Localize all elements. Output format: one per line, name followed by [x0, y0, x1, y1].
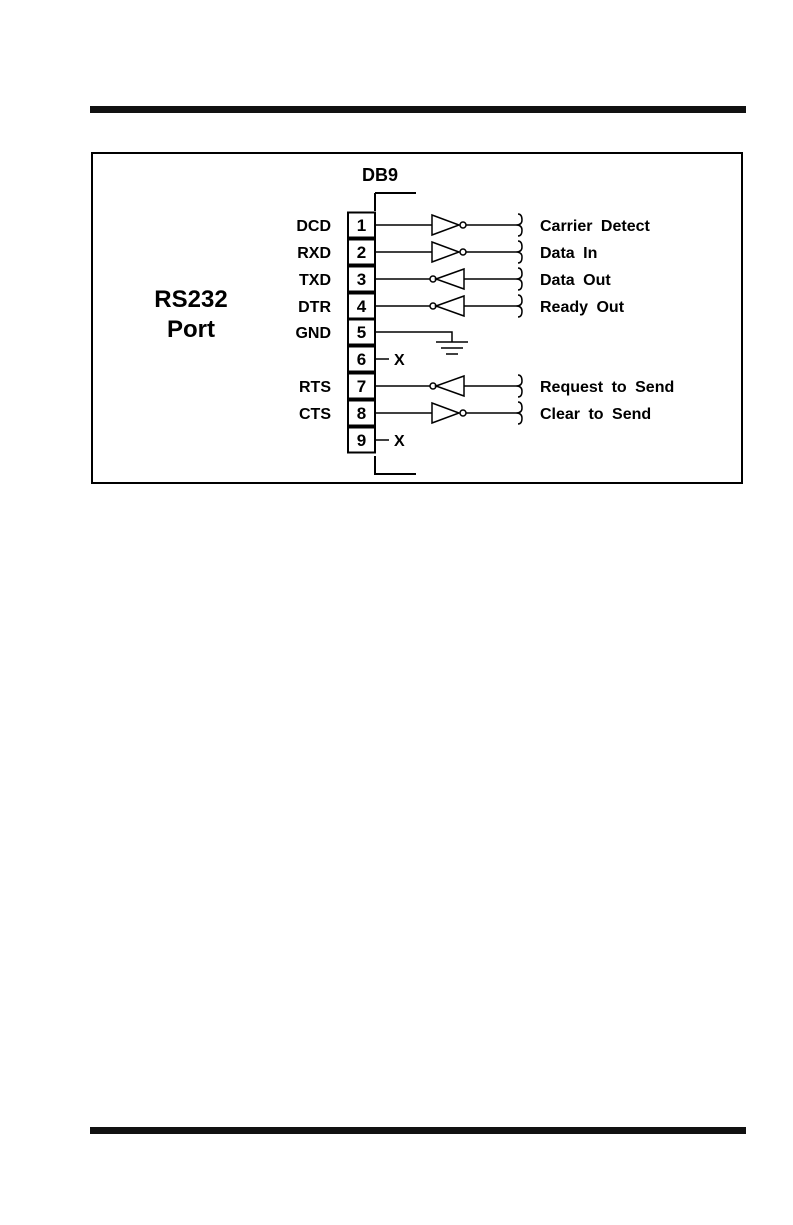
pin-number: 7 [357, 377, 366, 396]
pin-number: 3 [357, 270, 366, 289]
inverter-bubble [460, 410, 466, 416]
pin-rows: 1 DCD Carrier Detect 2 RXD Data In 3 TXD Data Ou… [295, 213, 674, 453]
signal-name: TXD [299, 272, 331, 289]
signal-name: CTS [299, 406, 331, 423]
pin-description: Request to Send [540, 379, 674, 396]
pin-description: Data Out [540, 272, 611, 289]
inverter-bubble [460, 222, 466, 228]
pin-number: 8 [357, 404, 366, 423]
line-termination-icon [516, 268, 522, 290]
line-termination-icon [516, 402, 522, 424]
signal-name: DTR [298, 299, 331, 316]
buffer-triangle [432, 403, 459, 423]
connector-label: DB9 [362, 165, 398, 185]
pin-description: Clear to Send [540, 406, 651, 423]
signal-name: RTS [299, 379, 331, 396]
inverter-bubble [460, 249, 466, 255]
no-connect-mark: X [394, 433, 405, 450]
buffer-triangle [436, 269, 464, 289]
buffer-triangle [436, 376, 464, 396]
signal-name: GND [295, 325, 331, 342]
pin-number: 9 [357, 431, 366, 450]
buffer-triangle [432, 215, 459, 235]
pin-number: 1 [357, 216, 366, 235]
ground-wire [375, 332, 452, 342]
bottom-rule [90, 1127, 746, 1134]
no-connect-mark: X [394, 352, 405, 369]
pin-number: 2 [357, 243, 366, 262]
pin-number: 5 [357, 323, 366, 342]
pin-number: 4 [357, 297, 367, 316]
buffer-triangle [432, 242, 459, 262]
line-termination-icon [516, 241, 522, 263]
pin-description: Carrier Detect [540, 218, 651, 235]
line-termination-icon [516, 295, 522, 317]
line-termination-icon [516, 214, 522, 236]
pin-description: Data In [540, 245, 597, 262]
buffer-triangle [436, 296, 464, 316]
line-termination-icon [516, 375, 522, 397]
pin-number: 6 [357, 350, 366, 369]
connector-shell-bottom [375, 456, 416, 474]
signal-name: RXD [297, 245, 331, 262]
pin-description: Ready Out [540, 299, 625, 316]
signal-name: DCD [296, 218, 331, 235]
